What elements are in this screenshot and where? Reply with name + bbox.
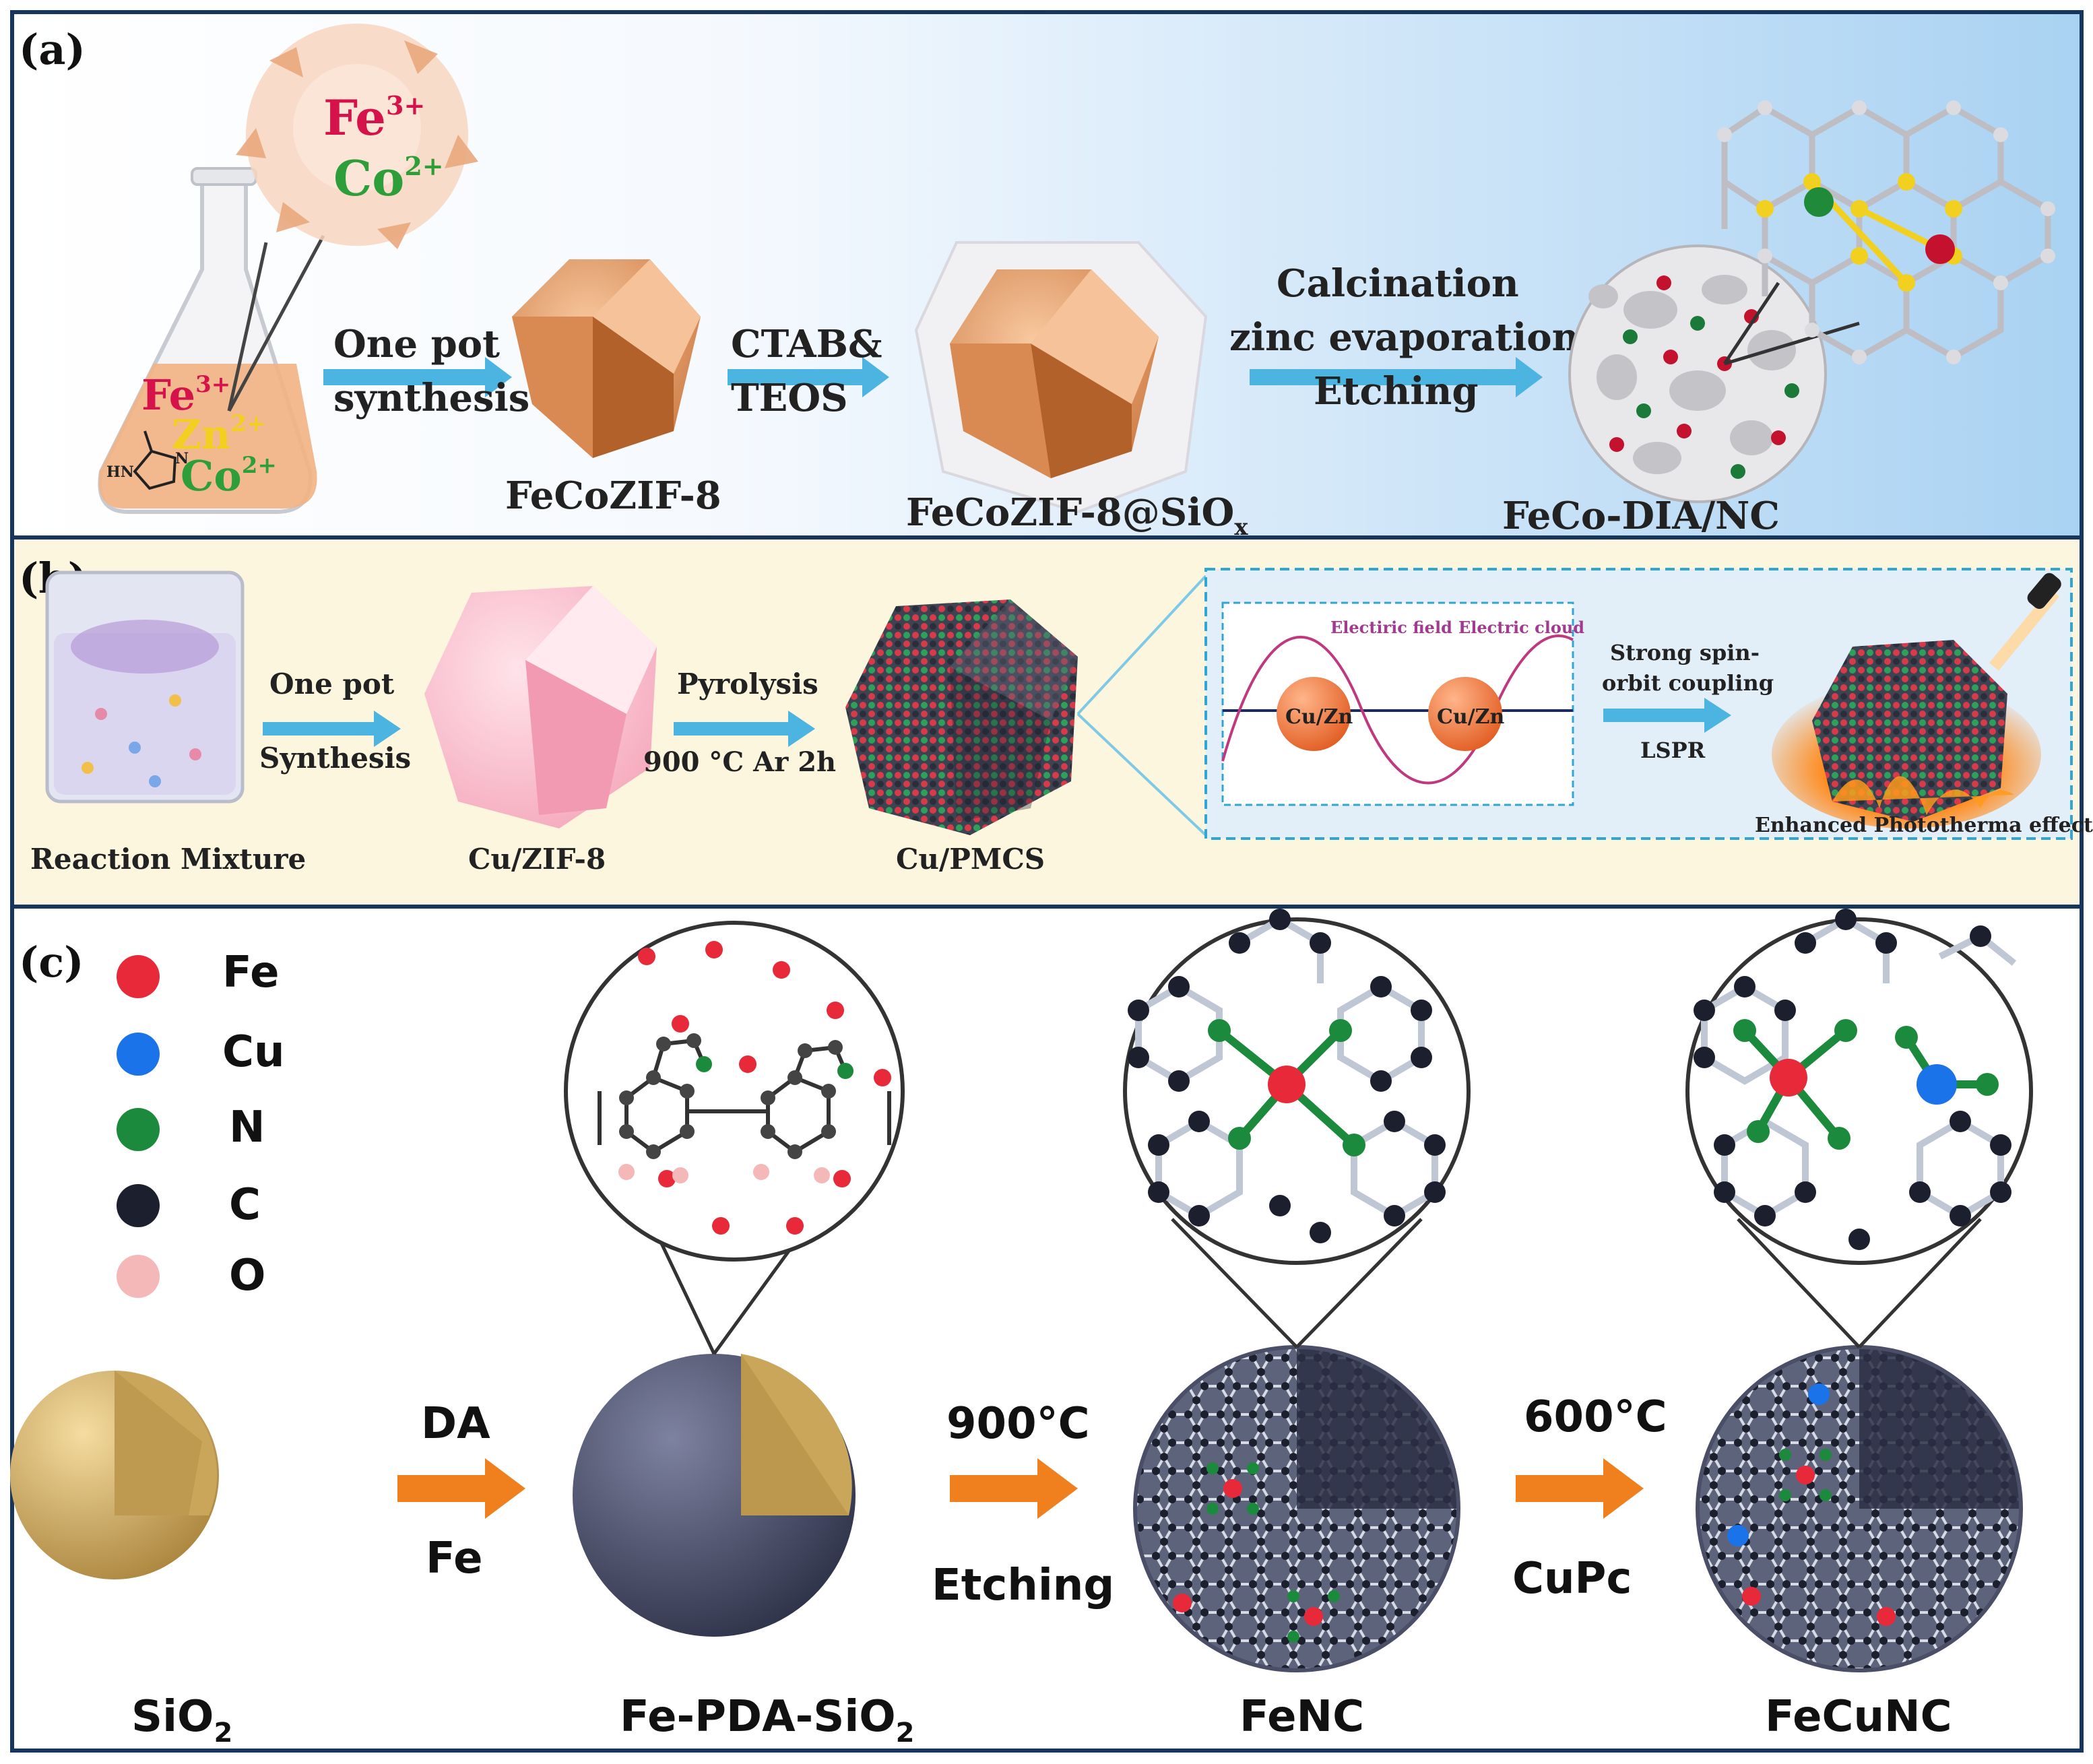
- fenc-fe-center: [1268, 1066, 1306, 1103]
- legend-swatch-fe: [117, 955, 160, 998]
- lspr-label: LSPR: [1640, 738, 1706, 763]
- fecozif8-sio2-crystal: FeCoZIF-8@SiOx: [906, 241, 1248, 541]
- step-c-600: 600°C: [1524, 1392, 1667, 1442]
- step-c-etching: Etching: [932, 1561, 1114, 1610]
- legend-swatch-n: [117, 1108, 160, 1151]
- coupling-line1: Strong spin-: [1610, 640, 1760, 665]
- cu-zn-particle-2: [1428, 677, 1502, 751]
- fe-atom: [1925, 234, 1955, 264]
- legend-n: N: [229, 1103, 265, 1152]
- arrow-c-900: 900°C Etching: [932, 1399, 1114, 1610]
- electric-field-label: Electiric field: [1330, 618, 1452, 637]
- product-cu-pmcs: Cu/PMCS: [896, 843, 1045, 876]
- co-atom: [1804, 187, 1834, 217]
- legend-swatch-cu: [117, 1033, 160, 1076]
- fecodia-porous-sphere: FeCo-DIA/NC: [1502, 244, 1860, 538]
- reaction-flask: Fe3+ Zn2+ Co2+ HN N: [98, 167, 317, 514]
- step-c-cupc: CuPc: [1512, 1554, 1632, 1604]
- product-fecozif8-sio: FeCoZIF-8@SiOx: [906, 490, 1248, 541]
- cluster-co-ion: Co2+: [333, 150, 444, 207]
- step-b-one-pot: One pot: [269, 667, 395, 700]
- step-one-pot-line1: One pot: [333, 322, 500, 366]
- arrow-b-pyrolysis: Pyrolysis 900 °C Ar 2h: [643, 667, 836, 778]
- product-cu-zif8: Cu/ZIF-8: [468, 843, 606, 876]
- legend-swatch-c: [117, 1184, 160, 1227]
- element-legend: Fe Cu N C O: [117, 948, 285, 1301]
- imidazole-n: N: [175, 450, 189, 467]
- panel-b: (b) Reaction Mixture One pot Synthesis C…: [10, 535, 2093, 909]
- step-b-synthesis: Synthesis: [259, 742, 411, 775]
- fe-pda-sio2-sphere: Fe-PDA-SiO2: [564, 921, 915, 1749]
- arrow-c-da: DA Fe: [397, 1399, 525, 1583]
- step-teos: TEOS: [731, 376, 848, 420]
- step-one-pot-line2: synthesis: [333, 376, 529, 420]
- product-sio2: SiO2: [131, 1692, 232, 1749]
- particle-2-label: Cu/Zn: [1437, 705, 1505, 729]
- product-fe-pda-sio2: Fe-PDA-SiO2: [620, 1692, 915, 1749]
- step-c-da: DA: [421, 1399, 490, 1449]
- cu-zif8-crystal: Cu/ZIF-8: [424, 586, 657, 876]
- reaction-beaker: Reaction Mixture: [30, 570, 306, 876]
- arrow-calcination: Calcination zinc evaporation Etching: [1229, 261, 1579, 414]
- panel-a-label: (a): [19, 25, 86, 74]
- step-c-fe: Fe: [426, 1534, 483, 1583]
- fenc-sphere: FeNC: [1123, 909, 1471, 1742]
- fecozif8-crystal: FeCoZIF-8: [505, 259, 721, 518]
- panel-c: (c) Fe Cu N C O SiO2 DA Fe: [10, 905, 2084, 1753]
- legend-c: C: [229, 1180, 261, 1230]
- arrow-c-600: 600°C CuPc: [1512, 1392, 1667, 1604]
- flask-co-ion: Co2+: [181, 451, 277, 500]
- light-source-icon: [2027, 573, 2061, 610]
- step-c-900: 900°C: [946, 1399, 1090, 1449]
- legend-fe: Fe: [222, 948, 280, 998]
- fecunc-cu-center: [1917, 1064, 1957, 1105]
- step-etching: Etching: [1314, 369, 1479, 414]
- legend-cu: Cu: [222, 1027, 285, 1077]
- particle-1-label: Cu/Zn: [1285, 705, 1353, 729]
- electric-cloud-label: Electric cloud: [1458, 618, 1584, 637]
- fecunc-sphere: FeCuNC: [1685, 909, 2033, 1742]
- fecodia-lattice: [1717, 100, 2055, 364]
- flask-fe-ion: Fe3+: [141, 370, 230, 420]
- flask-zn-ion: Zn2+: [172, 410, 266, 459]
- cluster-fe-ion: Fe3+: [323, 89, 425, 146]
- fecunc-fe-center: [1770, 1059, 1807, 1097]
- legend-swatch-o: [117, 1255, 160, 1298]
- effect-label: Enhanced Phototherma effect: [1755, 814, 2093, 837]
- panel-a: (a) Fe3+ Zn2+ Co2+ HN N: [10, 10, 2084, 541]
- step-b-pyrolysis: Pyrolysis: [677, 667, 818, 700]
- ion-cluster: Fe3+ Co2+: [227, 24, 478, 412]
- product-fecunc: FeCuNC: [1765, 1692, 1952, 1742]
- lspr-inset: Cu/Zn Cu/Zn Electiric field Electric clo…: [1204, 568, 2093, 840]
- reactant-label: Reaction Mixture: [30, 843, 306, 876]
- step-b-conditions: 900 °C Ar 2h: [643, 746, 836, 778]
- cu-zn-particle-1: [1277, 677, 1351, 751]
- step-calcination: Calcination: [1277, 261, 1519, 306]
- product-fenc: FeNC: [1239, 1692, 1364, 1742]
- panel-c-label: (c): [19, 938, 84, 987]
- sio2-sphere: SiO2: [10, 1371, 232, 1749]
- imidazole-structure: [133, 430, 177, 490]
- step-zinc-evaporation: zinc evaporation: [1229, 315, 1579, 360]
- legend-o: O: [229, 1251, 265, 1301]
- arrow-b-one-pot: One pot Synthesis: [259, 667, 411, 775]
- arrow-one-pot: One pot synthesis: [323, 322, 529, 420]
- step-ctab: CTAB&: [731, 322, 882, 366]
- product-fecozif8: FeCoZIF-8: [505, 473, 721, 518]
- arrow-ctab-teos: CTAB& TEOS: [728, 322, 889, 420]
- imidazole-hn: HN: [106, 463, 134, 481]
- cu-pmcs-crystal: Cu/PMCS: [845, 575, 1207, 876]
- product-fecodia-nc: FeCo-DIA/NC: [1502, 494, 1780, 538]
- coupling-line2: orbit coupling: [1602, 670, 1774, 696]
